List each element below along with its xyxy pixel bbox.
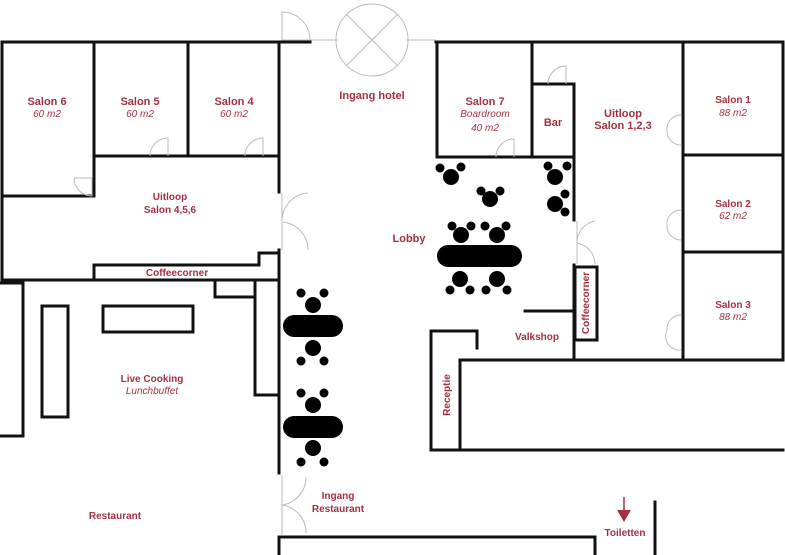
chair-small bbox=[296, 457, 306, 467]
chair-large bbox=[489, 271, 505, 287]
ingang-hotel-label: Ingang hotel bbox=[339, 90, 404, 102]
chair-large bbox=[482, 191, 498, 207]
toiletten-label: Toiletten bbox=[605, 528, 646, 539]
salon5-label: Salon 5 bbox=[120, 96, 159, 108]
chair-large bbox=[453, 227, 469, 243]
lobby-label: Lobby bbox=[393, 233, 427, 245]
salon3-size: 88 m2 bbox=[719, 312, 747, 323]
salon3-label: Salon 3 bbox=[715, 300, 751, 311]
receptie-label: Receptie bbox=[442, 374, 453, 416]
chair-large bbox=[305, 440, 321, 456]
chair-small bbox=[296, 288, 306, 298]
salon7-subtitle: Boardroom bbox=[460, 109, 509, 120]
table bbox=[283, 416, 343, 438]
restaurant-label: Restaurant bbox=[89, 511, 142, 522]
uitloop-123-line2: Salon 1,2,3 bbox=[594, 120, 651, 132]
door-hotel-side bbox=[281, 11, 311, 41]
chair-small bbox=[319, 356, 329, 366]
chair-small bbox=[319, 388, 329, 398]
chair-small bbox=[435, 163, 445, 173]
chair-large bbox=[547, 196, 563, 212]
chair-small bbox=[465, 285, 475, 295]
chair-small bbox=[456, 162, 466, 172]
chair-large bbox=[443, 169, 459, 185]
table bbox=[283, 315, 343, 337]
salon5-size: 60 m2 bbox=[126, 109, 154, 120]
salon4-label: Salon 4 bbox=[214, 96, 254, 108]
salon6-size: 60 m2 bbox=[33, 109, 61, 120]
chair-large bbox=[305, 297, 321, 313]
chair-small bbox=[480, 221, 490, 231]
salon2-size: 62 m2 bbox=[719, 211, 747, 222]
chair-small bbox=[445, 285, 455, 295]
chair-small bbox=[481, 285, 491, 295]
doors bbox=[73, 3, 682, 535]
salon6-label: Salon 6 bbox=[27, 96, 66, 108]
chair-small bbox=[501, 221, 511, 231]
bar-label: Bar bbox=[544, 117, 563, 129]
salon7-size: 40 m2 bbox=[471, 123, 499, 134]
chair-small bbox=[560, 189, 570, 199]
chair-small bbox=[476, 186, 486, 196]
table bbox=[437, 245, 522, 267]
chair-large bbox=[452, 271, 468, 287]
walls bbox=[0, 40, 785, 555]
furniture bbox=[283, 161, 572, 467]
chair-small bbox=[543, 161, 553, 171]
valkshop-label: Valkshop bbox=[515, 332, 559, 343]
chair-small bbox=[466, 221, 476, 231]
chair-small bbox=[502, 285, 512, 295]
chair-small bbox=[495, 186, 505, 196]
live-cooking-label: Live Cooking bbox=[121, 374, 184, 385]
salon1-size: 88 m2 bbox=[719, 108, 747, 119]
salon4-size: 60 m2 bbox=[220, 109, 248, 120]
uitloop-123-line1: Uitloop bbox=[604, 108, 642, 120]
ingang-restaurant-line2: Restaurant bbox=[312, 504, 365, 515]
chair-small bbox=[296, 356, 306, 366]
chair-small bbox=[296, 388, 306, 398]
salon1-label: Salon 1 bbox=[715, 95, 751, 106]
chair-small bbox=[319, 457, 329, 467]
arrow-down-icon bbox=[617, 497, 631, 522]
coffeecorner-left-label: Coffeecorner bbox=[146, 268, 208, 279]
chair-large bbox=[547, 169, 563, 185]
coffeecorner-right-label: Coffeecorner bbox=[581, 272, 592, 334]
chair-small bbox=[447, 221, 457, 231]
chair-small bbox=[560, 207, 570, 217]
live-cooking-subtitle: Lunchbuffet bbox=[126, 386, 179, 397]
chair-small bbox=[562, 161, 572, 171]
salon2-label: Salon 2 bbox=[715, 199, 751, 210]
uitloop-456-line1: Uitloop bbox=[153, 192, 187, 203]
chair-large bbox=[305, 340, 321, 356]
uitloop-456-line2: Salon 4,5,6 bbox=[144, 205, 197, 216]
chair-large bbox=[489, 227, 505, 243]
chair-small bbox=[319, 288, 329, 298]
salon7-label: Salon 7 bbox=[465, 96, 504, 108]
chair-large bbox=[305, 397, 321, 413]
ingang-restaurant-line1: Ingang bbox=[322, 491, 355, 502]
